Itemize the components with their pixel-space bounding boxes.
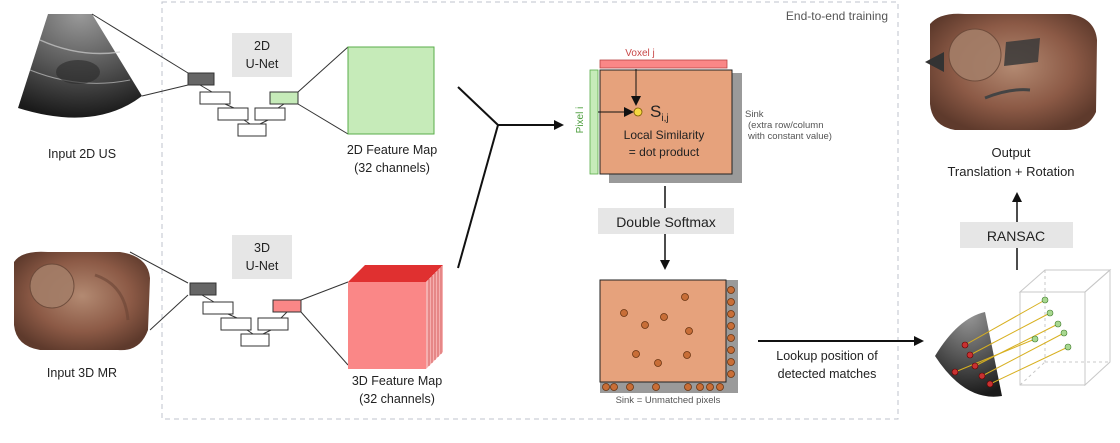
- sink-desc-1: (extra row/column: [748, 120, 824, 131]
- sij-point: [633, 107, 643, 117]
- voxel-strip: [599, 59, 728, 69]
- us-input-label: Input 2D US: [48, 147, 116, 161]
- dot-product-label: = dot product: [629, 145, 700, 159]
- ransac-box: [960, 222, 1073, 248]
- similarity-matrix: [589, 59, 742, 183]
- output-image: [925, 13, 1097, 130]
- ransac-label: RANSAC: [987, 228, 1045, 244]
- unet-2d-label-box: [232, 33, 292, 77]
- feature-map-2d: [347, 46, 435, 135]
- unet-2d-diagram: [187, 72, 299, 137]
- output-description: Translation + Rotation: [947, 164, 1074, 179]
- unet-3d-title: 3D: [254, 241, 270, 255]
- feature-map-3d-label: 3D Feature Map: [352, 374, 442, 388]
- training-frame: [161, 1, 899, 420]
- unet-3d-label-box: [232, 235, 292, 279]
- feature-map-3d-channels: (32 channels): [359, 392, 435, 406]
- feature-map-2d-label: 2D Feature Map: [347, 143, 437, 157]
- output-label: Output: [991, 145, 1030, 160]
- pixel-label: Pixel i: [575, 107, 586, 134]
- volume-matches: [935, 268, 1112, 397]
- voxel-label: Voxel j: [625, 48, 654, 59]
- unet-2d-title: 2D: [254, 39, 270, 53]
- us-image: [18, 14, 142, 118]
- match-matrix: [599, 279, 738, 393]
- lookup-line-1: Lookup position of: [776, 349, 878, 363]
- feature-map-2d-channels: (32 channels): [354, 161, 430, 175]
- unet-3d-diagram: [189, 282, 302, 347]
- sink-desc-2: with constant value): [747, 131, 832, 142]
- training-frame-caption: End-to-end training: [786, 9, 888, 23]
- lookup-line-2: detected matches: [778, 367, 877, 381]
- unet-2d-subtitle: U-Net: [246, 57, 279, 71]
- mr-input-label: Input 3D MR: [47, 366, 117, 380]
- feature-map-3d: [348, 265, 443, 369]
- match-points: [602, 286, 735, 391]
- double-softmax-label: Double Softmax: [616, 214, 716, 230]
- double-softmax-box: [598, 208, 734, 234]
- mr-image: [14, 251, 150, 351]
- unet-3d-subtitle: U-Net: [246, 259, 279, 273]
- sink-label: Sink: [745, 109, 764, 120]
- pixel-strip: [589, 69, 599, 175]
- unmatched-sink-label: Sink = Unmatched pixels: [616, 395, 721, 406]
- sij-symbol: Si,j: [650, 102, 669, 124]
- local-similarity-label: Local Similarity: [624, 128, 705, 142]
